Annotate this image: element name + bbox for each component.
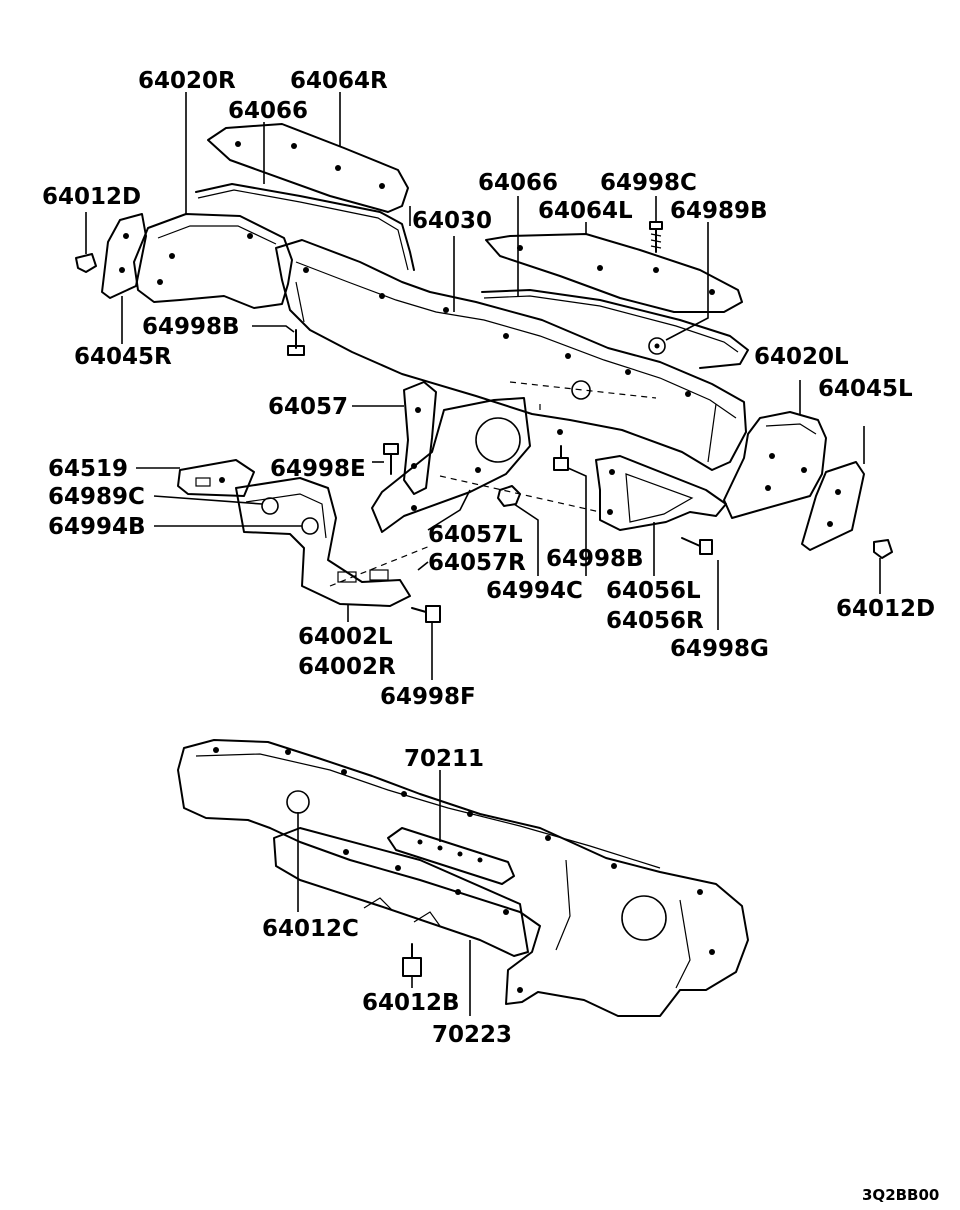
label-64057: 64057	[268, 394, 348, 420]
side-bracket-left	[801, 461, 865, 551]
label-64030: 64030	[412, 208, 492, 234]
label-64998F: 64998F	[380, 684, 476, 710]
bolt-stay	[383, 443, 399, 475]
bumper-top-plate-right	[207, 123, 409, 213]
label-70223: 70223	[432, 1022, 512, 1048]
bumper-end-left	[723, 411, 827, 519]
label-64066-right: 64066	[228, 98, 308, 124]
diagram-code: 3Q2BB00	[862, 1186, 939, 1204]
label-64998G: 64998G	[670, 636, 769, 662]
seal-strip-right	[195, 183, 415, 271]
label-64012B: 64012B	[362, 990, 460, 1016]
label-64012D-left: 64012D	[42, 184, 141, 210]
bumper-body-lower	[177, 739, 749, 1017]
label-64998C: 64998C	[600, 170, 697, 196]
bolt-lower	[402, 943, 422, 977]
bumper-main-beam	[275, 239, 747, 471]
nut-right	[497, 485, 521, 507]
label-64045L: 64045L	[818, 376, 913, 402]
label-64998B-upper: 64998B	[142, 314, 240, 340]
label-64989B: 64989B	[670, 198, 768, 224]
label-64012D-right: 64012D	[836, 596, 935, 622]
nut-lower	[301, 517, 319, 535]
side-bracket-right	[101, 213, 147, 299]
leader-lines	[85, 92, 881, 1016]
bolt-top	[649, 221, 663, 253]
label-64519: 64519	[48, 456, 128, 482]
label-64998B-mid: 64998B	[546, 546, 644, 572]
label-64056R: 64056R	[606, 608, 704, 634]
bumper-bracket-plate	[371, 397, 531, 533]
bolt-arm	[411, 605, 441, 623]
under-cover	[273, 827, 529, 957]
label-64994B: 64994B	[48, 514, 146, 540]
label-64056L: 64056L	[606, 578, 701, 604]
bolt-upper-left	[287, 329, 305, 356]
label-64064L: 64064L	[538, 198, 633, 224]
label-64002L: 64002L	[298, 624, 393, 650]
seal-strip-left	[481, 289, 749, 369]
frame-bracket	[595, 455, 727, 531]
clip-right	[873, 539, 893, 559]
reinforcement-plate	[387, 827, 515, 885]
label-64064R: 64064R	[290, 68, 388, 94]
label-64020R: 64020R	[138, 68, 236, 94]
bumper-arm	[235, 477, 411, 607]
washer-lower	[261, 497, 279, 515]
label-70211: 70211	[404, 746, 484, 772]
bolt-frame	[681, 537, 713, 555]
bumper-end-right	[133, 213, 293, 309]
label-64057R: 64057R	[428, 550, 526, 576]
label-64994C: 64994C	[486, 578, 583, 604]
label-64045R: 64045R	[74, 344, 172, 370]
label-64057L: 64057L	[428, 522, 523, 548]
bumper-top-plate-left	[485, 233, 743, 313]
label-64998E: 64998E	[270, 456, 366, 482]
mount-bracket	[177, 459, 255, 497]
bumper-stay-vertical	[403, 381, 437, 495]
label-64989C: 64989C	[48, 484, 145, 510]
clip-left	[75, 253, 97, 273]
label-64012C: 64012C	[262, 916, 359, 942]
bolt-mid	[553, 445, 569, 471]
label-64002R: 64002R	[298, 654, 396, 680]
label-64020L: 64020L	[754, 344, 849, 370]
label-64066-left: 64066	[478, 170, 558, 196]
